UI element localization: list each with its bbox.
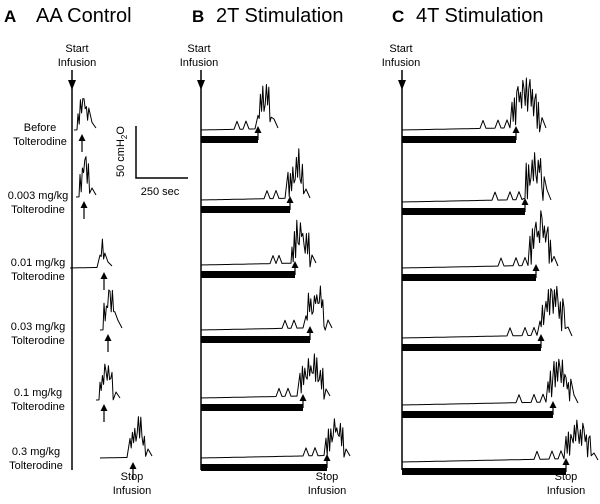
infusion-bar-b-row2 <box>201 271 295 278</box>
trace-a-row3 <box>99 289 123 331</box>
trace-c-row3 <box>401 285 573 339</box>
panel-c-letter: C <box>392 7 404 26</box>
start-infusion-b-line2: Infusion <box>180 57 219 69</box>
trace-a-row5 <box>99 416 153 459</box>
trace-c-row0 <box>401 77 547 133</box>
start-infusion-c-line2: Infusion <box>382 57 421 69</box>
arrow-c-row3-icon <box>537 334 545 341</box>
infusion-bar-c-row3 <box>402 344 541 351</box>
infusion-bar-c-row0 <box>402 136 516 143</box>
arrow-a-row2-icon <box>100 272 108 279</box>
infusion-bar-b-row0 <box>201 136 258 143</box>
arrow-b-row0-icon <box>254 126 262 133</box>
infusion-bar-b-row1 <box>201 206 290 213</box>
trace-c-row1 <box>401 152 552 203</box>
arrow-a-row1-icon <box>80 201 88 208</box>
arrow-c-row1-icon <box>521 198 529 205</box>
pressure-traces <box>69 77 599 480</box>
row-label-03-line1: 0.3 mg/kg <box>12 446 60 458</box>
scale-bar-pressure-label: 50 cmH2O <box>115 126 129 177</box>
trace-b-row2 <box>200 219 317 268</box>
scale-bar <box>135 126 188 179</box>
arrow-b-row1-icon <box>286 196 294 203</box>
trace-c-row2 <box>401 210 559 269</box>
arrow-c-row4-icon <box>549 401 557 408</box>
trace-b-row4 <box>200 353 331 400</box>
arrow-c-row5-icon <box>562 458 570 465</box>
infusion-bar-c-row1 <box>402 208 525 215</box>
row-label-03-line2: Tolterodine <box>9 460 63 472</box>
row-label-before-line2: Tolterodine <box>13 136 67 148</box>
row-label-0003-line1: 0.003 mg/kg <box>8 190 69 202</box>
panel-a-title: AA Control <box>36 5 132 27</box>
arrow-b-row2-icon <box>291 261 299 268</box>
panel-b-letter: B <box>192 7 204 26</box>
arrow-a-row0-icon <box>78 134 86 141</box>
row-label-01-line1: 0.1 mg/kg <box>14 387 62 399</box>
stop-infusion-c-line2: Infusion <box>547 485 586 497</box>
trace-c-row4 <box>401 358 579 406</box>
trace-a-row2 <box>69 238 113 269</box>
row-label-003-line1: 0.03 mg/kg <box>11 321 65 333</box>
row-label-003-line2: Tolterodine <box>11 335 65 347</box>
arrow-c-row2-icon <box>532 264 540 271</box>
infusion-bar-c-row5 <box>402 468 566 475</box>
infusion-bar-b-row3 <box>201 336 310 343</box>
panel-c-start-arrow-icon <box>398 80 406 90</box>
trace-b-row0 <box>200 84 279 131</box>
arrow-b-row3-icon <box>306 326 314 333</box>
trace-b-row3 <box>200 285 333 331</box>
arrow-a-row3-icon <box>104 334 112 341</box>
infusion-bar-c-row2 <box>402 274 536 281</box>
stop-infusion-b-line1: Stop <box>316 471 339 483</box>
arrow-a-row5-icon <box>129 462 137 469</box>
arrow-b-row4-icon <box>299 394 307 401</box>
infusion-bar-b-row5 <box>201 464 327 471</box>
trace-b-row1 <box>200 148 311 201</box>
start-infusion-c-line1: Start <box>389 43 412 55</box>
start-infusion-b-line1: Start <box>187 43 210 55</box>
row-label-001-line2: Tolterodine <box>11 271 65 283</box>
arrow-c-row0-icon <box>512 126 520 133</box>
stop-infusion-b-line2: Infusion <box>308 485 347 497</box>
row-label-0003-line2: Tolterodine <box>11 204 65 216</box>
infusion-bar-b-row4 <box>201 404 303 411</box>
trace-c-row5 <box>401 419 599 463</box>
row-label-before-line1: Before <box>24 122 56 134</box>
panel-b-title: 2T Stimulation <box>216 5 343 27</box>
scale-bar-time-label: 250 sec <box>141 186 180 198</box>
panel-b-start-arrow-icon <box>197 80 205 90</box>
trace-b-row5 <box>200 418 351 459</box>
stop-infusion-a-line2: Infusion <box>113 485 152 497</box>
trace-a-row4 <box>95 363 121 401</box>
row-label-001-line1: 0.01 mg/kg <box>11 257 65 269</box>
trace-a-row1 <box>75 156 97 198</box>
panel-c-title: 4T Stimulation <box>416 5 543 27</box>
arrow-a-row4-icon <box>100 404 108 411</box>
start-infusion-a-line1: Start <box>65 43 88 55</box>
panel-a-letter: A <box>4 7 16 26</box>
arrow-b-row5-icon <box>323 454 331 461</box>
stop-infusion-a-line1: Stop <box>121 471 144 483</box>
row-label-01-line2: Tolterodine <box>11 401 65 413</box>
panel-a-start-arrow-icon <box>68 80 76 90</box>
trace-a-row0 <box>73 98 97 131</box>
infusion-bar-c-row4 <box>402 411 553 418</box>
start-infusion-a-line2: Infusion <box>58 57 97 69</box>
